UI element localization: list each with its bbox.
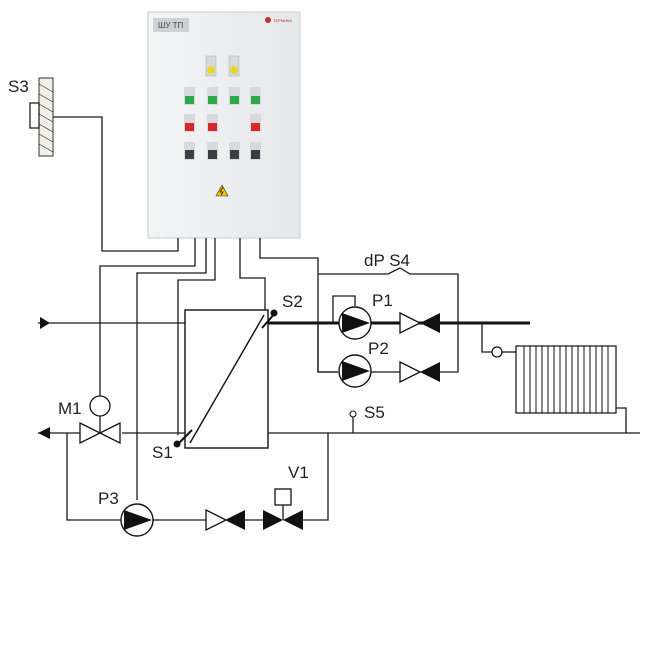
label-s2: S2	[282, 292, 303, 311]
control-panel: ШУ ТП ТЕРМИКА	[147, 11, 301, 239]
label-s3: S3	[8, 77, 29, 96]
check-valve-p1	[399, 311, 440, 335]
motorized-valve-m1	[79, 395, 121, 445]
lamp-yellow	[230, 66, 238, 74]
label-p2: P2	[368, 339, 389, 358]
sensor-s2	[270, 309, 278, 317]
check-valve-p3	[205, 508, 245, 532]
label-s1: S1	[152, 443, 173, 462]
label-p1: P1	[372, 291, 393, 310]
high-voltage-warning-icon	[215, 184, 229, 197]
green-button	[185, 96, 194, 104]
return-outlet-arrow-icon	[38, 427, 50, 439]
selector-switch	[185, 150, 194, 159]
heat-exchanger	[173, 309, 278, 449]
brand-logo-icon	[265, 17, 271, 23]
selector-switch	[208, 150, 217, 159]
sensor-s5	[349, 410, 357, 418]
control-wiring	[53, 116, 338, 500]
label-m1: M1	[58, 399, 82, 418]
label-p3: P3	[98, 489, 119, 508]
brand-name: ТЕРМИКА	[273, 18, 292, 23]
pump-group	[317, 267, 459, 388]
lamp-row-1	[205, 55, 240, 77]
green-button	[208, 96, 217, 104]
solenoid-actuator	[274, 488, 292, 506]
sensor-s1	[173, 440, 181, 448]
solenoid-valve-v1	[263, 488, 303, 530]
check-valve-p2	[399, 360, 440, 384]
pump-p2-arrow-icon	[342, 361, 370, 381]
label-s5: S5	[364, 403, 385, 422]
lamp-row-3	[184, 114, 261, 132]
lamp-row-2	[184, 87, 261, 105]
lamp-row-4	[184, 142, 261, 160]
pump-p3-arrow-icon	[124, 510, 152, 530]
green-button	[251, 96, 260, 104]
lamp-yellow	[207, 66, 215, 74]
panel-title: ШУ ТП	[158, 21, 184, 30]
supply-pipe	[38, 317, 530, 329]
panel-title-plate	[153, 18, 189, 32]
air-vent	[491, 346, 503, 358]
radiator-consumer	[481, 323, 627, 433]
red-button	[208, 123, 217, 131]
valve-actuator	[89, 395, 111, 417]
label-v1: V1	[288, 463, 309, 482]
green-button	[230, 96, 239, 104]
red-button	[251, 123, 260, 131]
bypass-circuit	[66, 433, 329, 537]
outdoor-sensor-s3	[29, 77, 54, 157]
supply-inlet-arrow-icon	[40, 317, 50, 329]
return-pipe	[38, 410, 640, 439]
red-button	[185, 123, 194, 131]
selector-switch	[230, 150, 239, 159]
label-s4: dP S4	[364, 251, 410, 270]
selector-switch	[251, 150, 260, 159]
pump-p1-arrow-icon	[342, 313, 370, 333]
